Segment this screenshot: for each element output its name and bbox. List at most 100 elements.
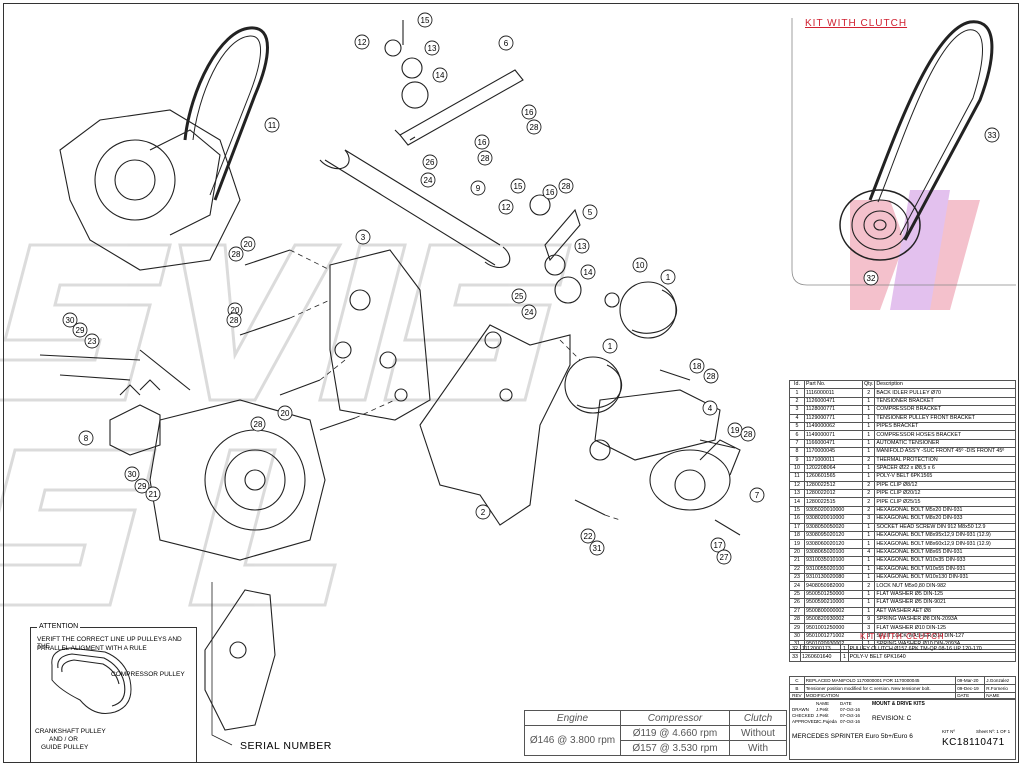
- callout-number: 26: [426, 158, 435, 167]
- parts-row-id: 29: [789, 623, 805, 633]
- parts-row-d: POLY-V BELT 6PK1565: [874, 472, 1016, 482]
- callout-2: 2: [475, 504, 491, 520]
- callout-5: 5: [582, 204, 598, 220]
- attention-box: ATTENTION VERIFT THE CORRECT LINE UP PUL…: [30, 623, 197, 763]
- parts-row-id: 25: [789, 589, 805, 600]
- parts-row-d: HEXAGONAL BOLT M8x60x12,9 DIN-931 (12.9): [874, 539, 1016, 549]
- callout-33: 33: [984, 127, 1000, 143]
- callout-circle: [558, 178, 574, 194]
- callout-circle: [710, 537, 726, 553]
- parts-row-id: 20: [789, 547, 805, 558]
- parts-row-pn: 1202208064: [804, 463, 863, 474]
- callout-circle: [740, 426, 756, 442]
- parts-row-id: 19: [789, 539, 805, 549]
- callout-number: 16: [478, 138, 487, 147]
- parts-row-pn: 9305020010000: [804, 505, 863, 516]
- callout-number: 30: [128, 470, 137, 479]
- callout-number: 22: [584, 532, 593, 541]
- parts-row-d: COMPRESSOR BRACKET: [874, 405, 1016, 415]
- callout-22: 22: [580, 528, 596, 544]
- attention-line-2: PARALLEL ALIGMENT WITH A RULE: [37, 645, 147, 652]
- approved-name: JC.Pujeda: [816, 719, 837, 724]
- callout-circle: [277, 405, 293, 421]
- parts-row-id: 27: [789, 606, 805, 616]
- callout-number: 33: [988, 131, 997, 140]
- callout-12: 12: [354, 34, 370, 50]
- parts-row-q: 1: [861, 564, 876, 575]
- callout-circle: [526, 119, 542, 135]
- callout-circle: [355, 229, 371, 245]
- parts-row-d: FLAT WASHER Ø5 DIN-9021: [874, 598, 1016, 608]
- watermark-logo: [0, 243, 572, 607]
- parts-row-d: TENSIONER PULLEY FRONT BRACKET: [874, 413, 1016, 423]
- callout-circle: [589, 540, 605, 556]
- callout-15: 15: [510, 178, 526, 194]
- callout-31: 31: [589, 540, 605, 556]
- parts-row-id: 10: [789, 463, 805, 474]
- callout-7: 7: [749, 487, 765, 503]
- callout-circle: [422, 154, 438, 170]
- callout-number: 31: [593, 544, 602, 553]
- callout-number: 28: [230, 316, 239, 325]
- parts-row-d: HEXAGONAL BOLT M10x55 DIN-931: [874, 564, 1016, 575]
- parts-row-pn: 1149000062: [804, 421, 863, 432]
- callout-number: 18: [693, 362, 702, 371]
- callout-28: 28: [228, 246, 244, 262]
- parts-row-d: LOCK NUT M5x0,80 DIN-982: [874, 581, 1016, 591]
- callout-28: 28: [703, 368, 719, 384]
- callout-28: 28: [250, 416, 266, 432]
- clutch-value-1: Without: [729, 725, 787, 741]
- callout-circle: [228, 246, 244, 262]
- callout-number: 28: [232, 250, 241, 259]
- parts-row-d: AET WASHER AET Ø8: [874, 606, 1016, 616]
- callout-16: 16: [474, 134, 490, 150]
- callout-number: 15: [514, 182, 523, 191]
- callout-number: 2: [481, 508, 486, 517]
- callout-circle: [511, 288, 527, 304]
- clutch-header: Clutch: [729, 710, 787, 726]
- modification-row-text: MODIFICATION: [803, 691, 957, 701]
- callout-number: 29: [138, 482, 147, 491]
- callout-13: 13: [424, 40, 440, 56]
- callout-circle: [354, 34, 370, 50]
- parts-row-q: 4: [861, 547, 876, 558]
- parts-row-d: HEXAGONAL BOLT M5x20 DIN-931: [874, 505, 1016, 516]
- callout-26: 26: [422, 154, 438, 170]
- kit-part-row-q: 1: [840, 643, 849, 654]
- callout-number: 8: [84, 434, 89, 443]
- callout-28: 28: [526, 119, 542, 135]
- compressor-pulley-label: COMPRESSOR PULLEY: [111, 671, 185, 678]
- parts-row-d: HEXAGONAL BOLT M8x65 DIN-931: [874, 547, 1016, 558]
- callout-circle: [582, 204, 598, 220]
- parts-linework: [39, 18, 1016, 746]
- col-part-no: Part No.: [804, 379, 863, 390]
- parts-row-q: 2: [861, 505, 876, 516]
- parts-row-d: BACK IDLER PULLEY Ø70: [874, 388, 1016, 398]
- parts-row-pn: 1128000771: [804, 405, 863, 415]
- parts-row-pn: 9500590210000: [804, 598, 863, 608]
- callout-number: 9: [476, 184, 481, 193]
- parts-row-q: 3: [861, 623, 876, 633]
- callout-number: 6: [504, 39, 509, 48]
- parts-row-d: PIPES BRACKET: [874, 421, 1016, 432]
- parts-row-id: 18: [789, 531, 805, 541]
- parts-row-q: 1: [861, 572, 876, 583]
- callout-number: 13: [428, 44, 437, 53]
- callout-circle: [72, 322, 88, 338]
- callout-30: 30: [62, 312, 78, 328]
- callout-16: 16: [521, 104, 537, 120]
- callout-20: 20: [277, 405, 293, 421]
- callout-number: 25: [515, 292, 524, 301]
- callout-circle: [124, 466, 140, 482]
- parts-row-d: THERMAL PROTECTION: [874, 455, 1016, 465]
- callout-number: 28: [707, 372, 716, 381]
